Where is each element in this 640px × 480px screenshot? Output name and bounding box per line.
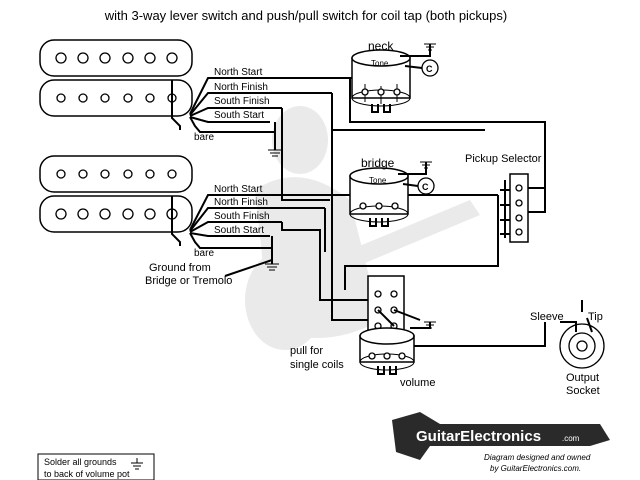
neck-pot-ground xyxy=(400,43,436,57)
bridge-wire-label-bare: bare xyxy=(194,248,214,259)
logo-credit-line-2: by GuitarElectronics.com. xyxy=(490,464,581,473)
signal-wiring xyxy=(281,78,546,321)
bridge-pot-label: bridge xyxy=(361,156,395,170)
output-label-line-1: Output xyxy=(566,372,599,384)
neck-capacitor: C xyxy=(404,59,439,77)
output-socket xyxy=(414,300,605,369)
ground-note-line-1: Ground from xyxy=(149,262,211,274)
neck-wire-label-north-start: North Start xyxy=(214,67,263,78)
bridge-capacitor-label: C xyxy=(422,182,429,192)
neck-pickup-poles-top xyxy=(55,52,178,64)
output-label-line-2: Socket xyxy=(566,385,600,397)
bridge-capacitor: C xyxy=(402,177,435,195)
logo-brand-text: GuitarElectronics xyxy=(416,428,541,445)
neck-ground-symbol xyxy=(268,122,282,157)
bridge-wire-label-north-finish: North Finish xyxy=(214,197,268,208)
push-pull-label-line-1: pull for xyxy=(290,345,323,357)
ground-note-line-2: Bridge or Tremolo xyxy=(145,275,232,287)
solder-note-line-1: Solder all grounds xyxy=(44,457,117,467)
logo-suffix-text: .com xyxy=(562,434,580,443)
diagram-title: with 3-way lever switch and push/pull sw… xyxy=(104,8,507,23)
guitarelectronics-logo: GuitarElectronics .com Diagram designed … xyxy=(392,412,610,473)
neck-tone-pot xyxy=(351,49,411,113)
neck-tone-label: Tone xyxy=(371,59,389,68)
output-sleeve-label: Sleeve xyxy=(530,311,564,323)
solder-note-box: Solder all grounds to back of volume pot xyxy=(37,453,155,480)
neck-capacitor-label: C xyxy=(426,64,433,74)
volume-pot xyxy=(359,327,415,375)
ground-icon xyxy=(131,458,143,470)
bridge-wire-label-north-start: North Start xyxy=(214,184,263,195)
bridge-wire-label-south-finish: South Finish xyxy=(214,211,270,222)
logo-credit-line-1: Diagram designed and owned xyxy=(484,453,591,462)
neck-pickup-leads xyxy=(171,77,370,133)
pickup-selector-switch xyxy=(500,173,546,243)
neck-wire-label-south-finish: South Finish xyxy=(214,96,270,107)
neck-pot-label: neck xyxy=(368,39,394,53)
volume-pot-label: volume xyxy=(400,377,435,389)
pickup-selector-label: Pickup Selector xyxy=(465,153,542,165)
neck-wire-label-north-finish: North Finish xyxy=(214,82,268,93)
bridge-pot-ground xyxy=(398,161,432,175)
watermark-figure xyxy=(245,106,480,350)
bridge-pickup xyxy=(39,155,193,233)
solder-note-line-2: to back of volume pot xyxy=(44,469,130,479)
bridge-ground-symbol xyxy=(224,236,279,277)
push-pull-switch xyxy=(367,275,421,337)
bridge-tone-pot xyxy=(349,167,409,227)
bridge-pickup-poles-top xyxy=(56,169,177,179)
neck-wire-label-south-start: South Start xyxy=(214,110,264,121)
neck-pickup xyxy=(39,39,193,117)
bridge-tone-label: Tone xyxy=(369,176,387,185)
output-tip-label: Tip xyxy=(588,311,603,323)
volume-pot-ground xyxy=(410,321,436,329)
bridge-wire-label-south-start: South Start xyxy=(214,225,264,236)
push-pull-label-line-2: single coils xyxy=(290,359,344,371)
bridge-pickup-leads xyxy=(171,194,498,249)
neck-wire-label-bare: bare xyxy=(194,132,214,143)
bridge-pickup-poles-bottom xyxy=(55,208,178,220)
